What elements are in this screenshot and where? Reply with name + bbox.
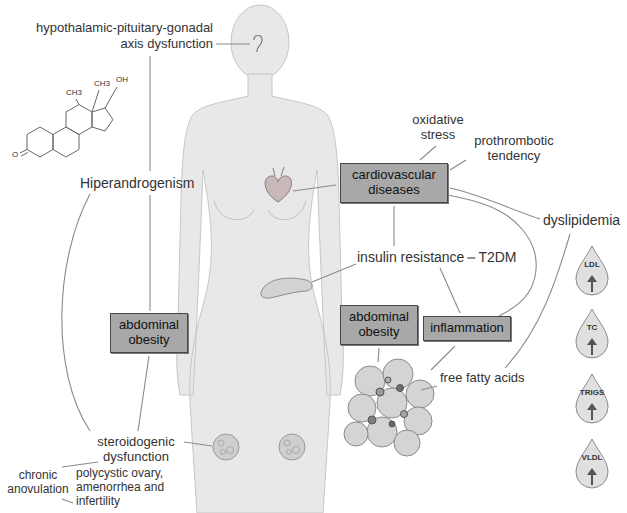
atom-label: CH3 [94,79,110,88]
drop-outline [576,309,608,358]
molecule-bond [76,99,79,105]
ovary-follicles [218,440,300,455]
heart-vessel [273,167,284,176]
annotation-label: T2DM [478,249,516,265]
node-text: inflammation [430,321,504,336]
leader-lines [467,258,475,259]
drop-shape [574,307,610,359]
molecule-bond [21,153,28,157]
molecule-ring [53,127,79,157]
annotation-label: oxidative stress [403,112,473,142]
molecule-bond [105,87,117,108]
annotation-label: insulin resistance [357,249,464,265]
atom-label: CH3 [66,88,82,97]
steroid-molecule [20,87,117,157]
increase-arrow [587,468,597,475]
node-text: abdominal obesity [347,310,411,340]
annotation-label: hypothalamic-pituitary-gonadal axis dysf… [18,20,213,52]
molecule-bond [20,150,27,154]
annotation-label: dyslipidemia [543,212,620,228]
lipid-drop: TC [574,307,610,359]
lipid-drop: VLDL [574,437,610,489]
molecule-ring [27,127,53,157]
molecule-ring [92,108,113,131]
dash-line [467,257,475,258]
annotation-label: Hiperandrogenism [80,175,194,191]
drop-outline [576,439,608,488]
increase-arrow [587,403,597,410]
condition-box: abdominal obesity [340,305,418,345]
body-head [231,5,289,79]
lipid-drop: TRIGS [574,372,610,424]
increase-arrow [587,275,597,282]
lipid-drop: LDL [574,244,610,296]
body-silhouette [177,74,344,513]
condition-box: cardiovascular diseases [340,163,448,203]
drop-outline [576,246,608,295]
annotation-label: prothrombotic tendency [466,133,562,163]
body-contour [214,200,254,220]
immune-cells [368,377,408,427]
drop-shape [574,244,610,296]
adipose-cells [344,359,434,456]
leader-lines [62,44,570,503]
increase-arrow [587,338,597,345]
molecule-ring [66,105,92,135]
node-text: abdominal obesity [117,318,181,348]
ovary-organ [213,434,239,460]
molecule-bond [92,90,99,112]
condition-box: abdominal obesity [110,313,188,353]
annotation-label: polycystic ovary, amenorrhea and inferti… [76,466,188,508]
atom-label: OH [116,75,128,84]
annotation-label: steroidogenic dysfunction [86,434,186,464]
drop-shape [574,372,610,424]
node-text: LDL [584,261,600,269]
node-text: TC [587,324,598,332]
body-contour [268,200,306,220]
drop-outline [576,374,608,423]
node-text: cardiovascular diseases [347,168,441,198]
pancreas-organ [261,278,312,298]
condition-box: inflammation [423,316,511,341]
annotation-label: chronic anovulation [3,468,73,496]
atom-label: O [12,150,18,159]
node-text: VLDL [582,454,603,462]
node-text: TRIGS [580,389,604,397]
hypothalamus-symbol [254,36,262,53]
drop-shape [574,437,610,489]
heart-organ [265,176,291,202]
annotation-label: free fatty acids [440,370,525,385]
ovary-organ [279,434,305,460]
